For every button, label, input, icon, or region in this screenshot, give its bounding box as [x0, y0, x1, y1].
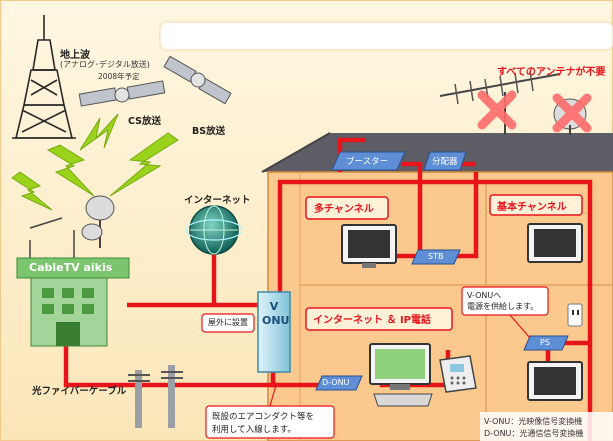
fiber-cable-label: 光ファイバーケーブル [32, 386, 127, 397]
legend-v-onu: V-ONU：光映像信号変換機 [484, 417, 583, 426]
terrestrial-title: 地上波 [60, 50, 90, 61]
bs-broadcast-label: BS放送 [192, 126, 226, 137]
outdoor-install-box [201, 313, 255, 333]
booster-label: ブースター [346, 157, 389, 167]
terrestrial-tower [12, 15, 76, 139]
antenna-cross-marks [477, 90, 592, 133]
d-onu-label: D-ONU [322, 378, 350, 387]
legend-d-onu: D-ONU：光通信信号変換機 [484, 429, 584, 438]
station-dish-antennas [29, 195, 115, 260]
duct-note-line-2: 利用して入線します。 [212, 425, 296, 435]
room-box-basic-channel [489, 194, 583, 216]
room-label-multi-channel: 多チャンネル [314, 204, 374, 215]
room-label-basic-channel: 基本チャンネル [497, 202, 567, 213]
internet-label: インターネット [184, 195, 251, 206]
power-outlet [567, 303, 583, 327]
tv-multi-channel [341, 224, 397, 268]
tv-lower-right [527, 361, 583, 401]
duct-note-line-1: 既設のエアコンダクト等を [212, 412, 315, 422]
computer [369, 343, 433, 407]
terrestrial-year: 2008年予定 [98, 72, 140, 81]
booster-device [331, 151, 406, 171]
bs-satellite [163, 55, 232, 105]
terrestrial-subtitle: (アナログ･デジタル放送) [60, 60, 150, 69]
utility-poles [128, 365, 183, 428]
power-note-line-2: 電源を供給します。 [467, 302, 539, 311]
cs-satellite [78, 80, 166, 107]
cs-broadcast-label: CS放送 [128, 116, 161, 127]
station-name: CableTV aikis [29, 261, 113, 274]
stb-label: STB [428, 252, 444, 261]
top-banner [159, 21, 613, 51]
ip-phone [439, 355, 477, 393]
stb-device [411, 249, 461, 265]
power-note-box [461, 286, 549, 316]
power-note-line-1: V-ONUへ [467, 291, 502, 300]
antenna-not-needed-title: すべてのアンテナが不要 [497, 67, 606, 78]
v-onu-label: V ONU [262, 300, 290, 327]
splitter-label: 分配器 [432, 157, 458, 167]
station-windows [42, 288, 94, 346]
room-label-internet-ip-phone: インターネット ＆ IP電話 [313, 315, 432, 326]
legend-panel [480, 412, 613, 441]
v-onu-device [257, 291, 291, 373]
splitter-device [423, 151, 467, 171]
signal-bolts [11, 113, 179, 211]
ps-label: PS [540, 338, 550, 347]
ps-device [523, 335, 569, 351]
room-box-internet [305, 307, 453, 331]
room-box-multi-channel [305, 196, 389, 220]
d-onu-device [315, 375, 363, 391]
internet-globe [185, 205, 243, 255]
tv-basic-channel [527, 223, 583, 263]
outdoor-install-label: 屋外に設置 [208, 318, 248, 327]
